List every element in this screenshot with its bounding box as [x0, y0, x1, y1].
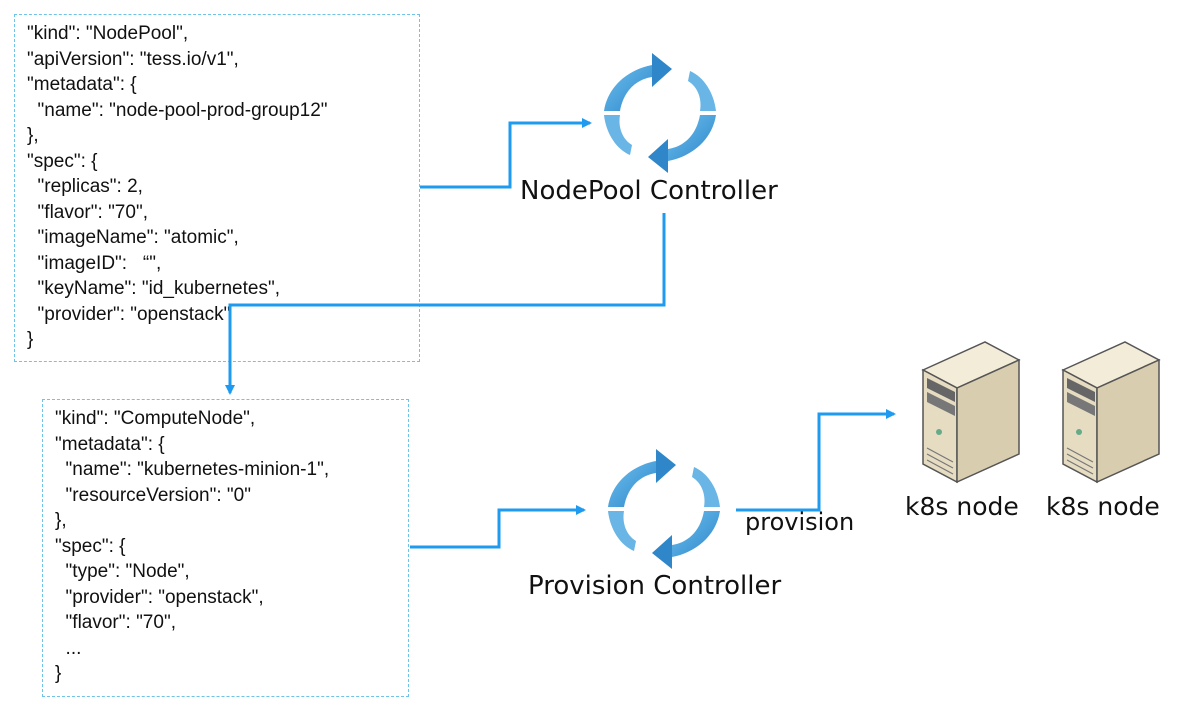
arrow-computenode-to-provision-controller — [410, 505, 586, 549]
k8s-node-label: k8s node — [905, 492, 1019, 521]
code-line: "flavor": "70", — [27, 201, 148, 223]
code-line: "provider": "openstack", — [55, 586, 264, 608]
code-line: ... — [55, 637, 82, 659]
nodepool-spec-box: "kind": "NodePool", "apiVersion": "tess.… — [14, 14, 420, 362]
provision-controller-cycle-icon — [608, 449, 720, 569]
computenode-spec-box: "kind": "ComputeNode", "metadata": { "na… — [42, 399, 409, 697]
code-line: "resourceVersion": "0" — [55, 484, 251, 506]
code-line: "keyName": "id_kubernetes", — [27, 278, 280, 299]
code-line: "type": "Node", — [55, 561, 190, 582]
provision-controller-label: Provision Controller — [528, 571, 782, 601]
code-line: "kind": "ComputeNode", — [55, 408, 256, 429]
code-line: "name": "node-pool-prod-group12" — [27, 99, 328, 121]
code-line: "apiVersion": "tess.io/v1", — [27, 48, 239, 70]
code-line: }, — [27, 125, 39, 146]
code-line: } — [27, 329, 34, 350]
code-line: "imageID": “", — [27, 252, 162, 274]
server-tower-icon — [1061, 341, 1161, 484]
server-tower-icon — [921, 341, 1021, 484]
code-line: } — [55, 663, 62, 684]
code-line: "kind": "NodePool", — [27, 23, 189, 44]
code-line: "imageName": "atomic", — [27, 227, 239, 248]
provision-arrow-label: provision — [745, 508, 855, 536]
nodepool-controller-label: NodePool Controller — [520, 176, 778, 206]
arrow-spec-to-nodepool-controller — [420, 118, 592, 189]
code-line: "flavor": "70", — [55, 612, 176, 633]
code-line: "spec": { — [27, 150, 98, 172]
k8s-node-label: k8s node — [1046, 492, 1160, 521]
nodepool-controller-cycle-icon — [604, 53, 716, 173]
code-line: "metadata": { — [55, 433, 165, 455]
code-line: "spec": { — [55, 535, 126, 557]
code-line: "name": "kubernetes-minion-1", — [55, 459, 330, 480]
arrow-nodepool-controller-to-computenode — [225, 213, 666, 395]
arrow-provision-to-nodes — [736, 409, 896, 512]
code-line: "metadata": { — [27, 74, 137, 95]
code-line: "replicas": 2, — [27, 176, 143, 197]
code-line: "provider": "openstack" — [27, 303, 231, 325]
code-line: }, — [55, 510, 67, 531]
